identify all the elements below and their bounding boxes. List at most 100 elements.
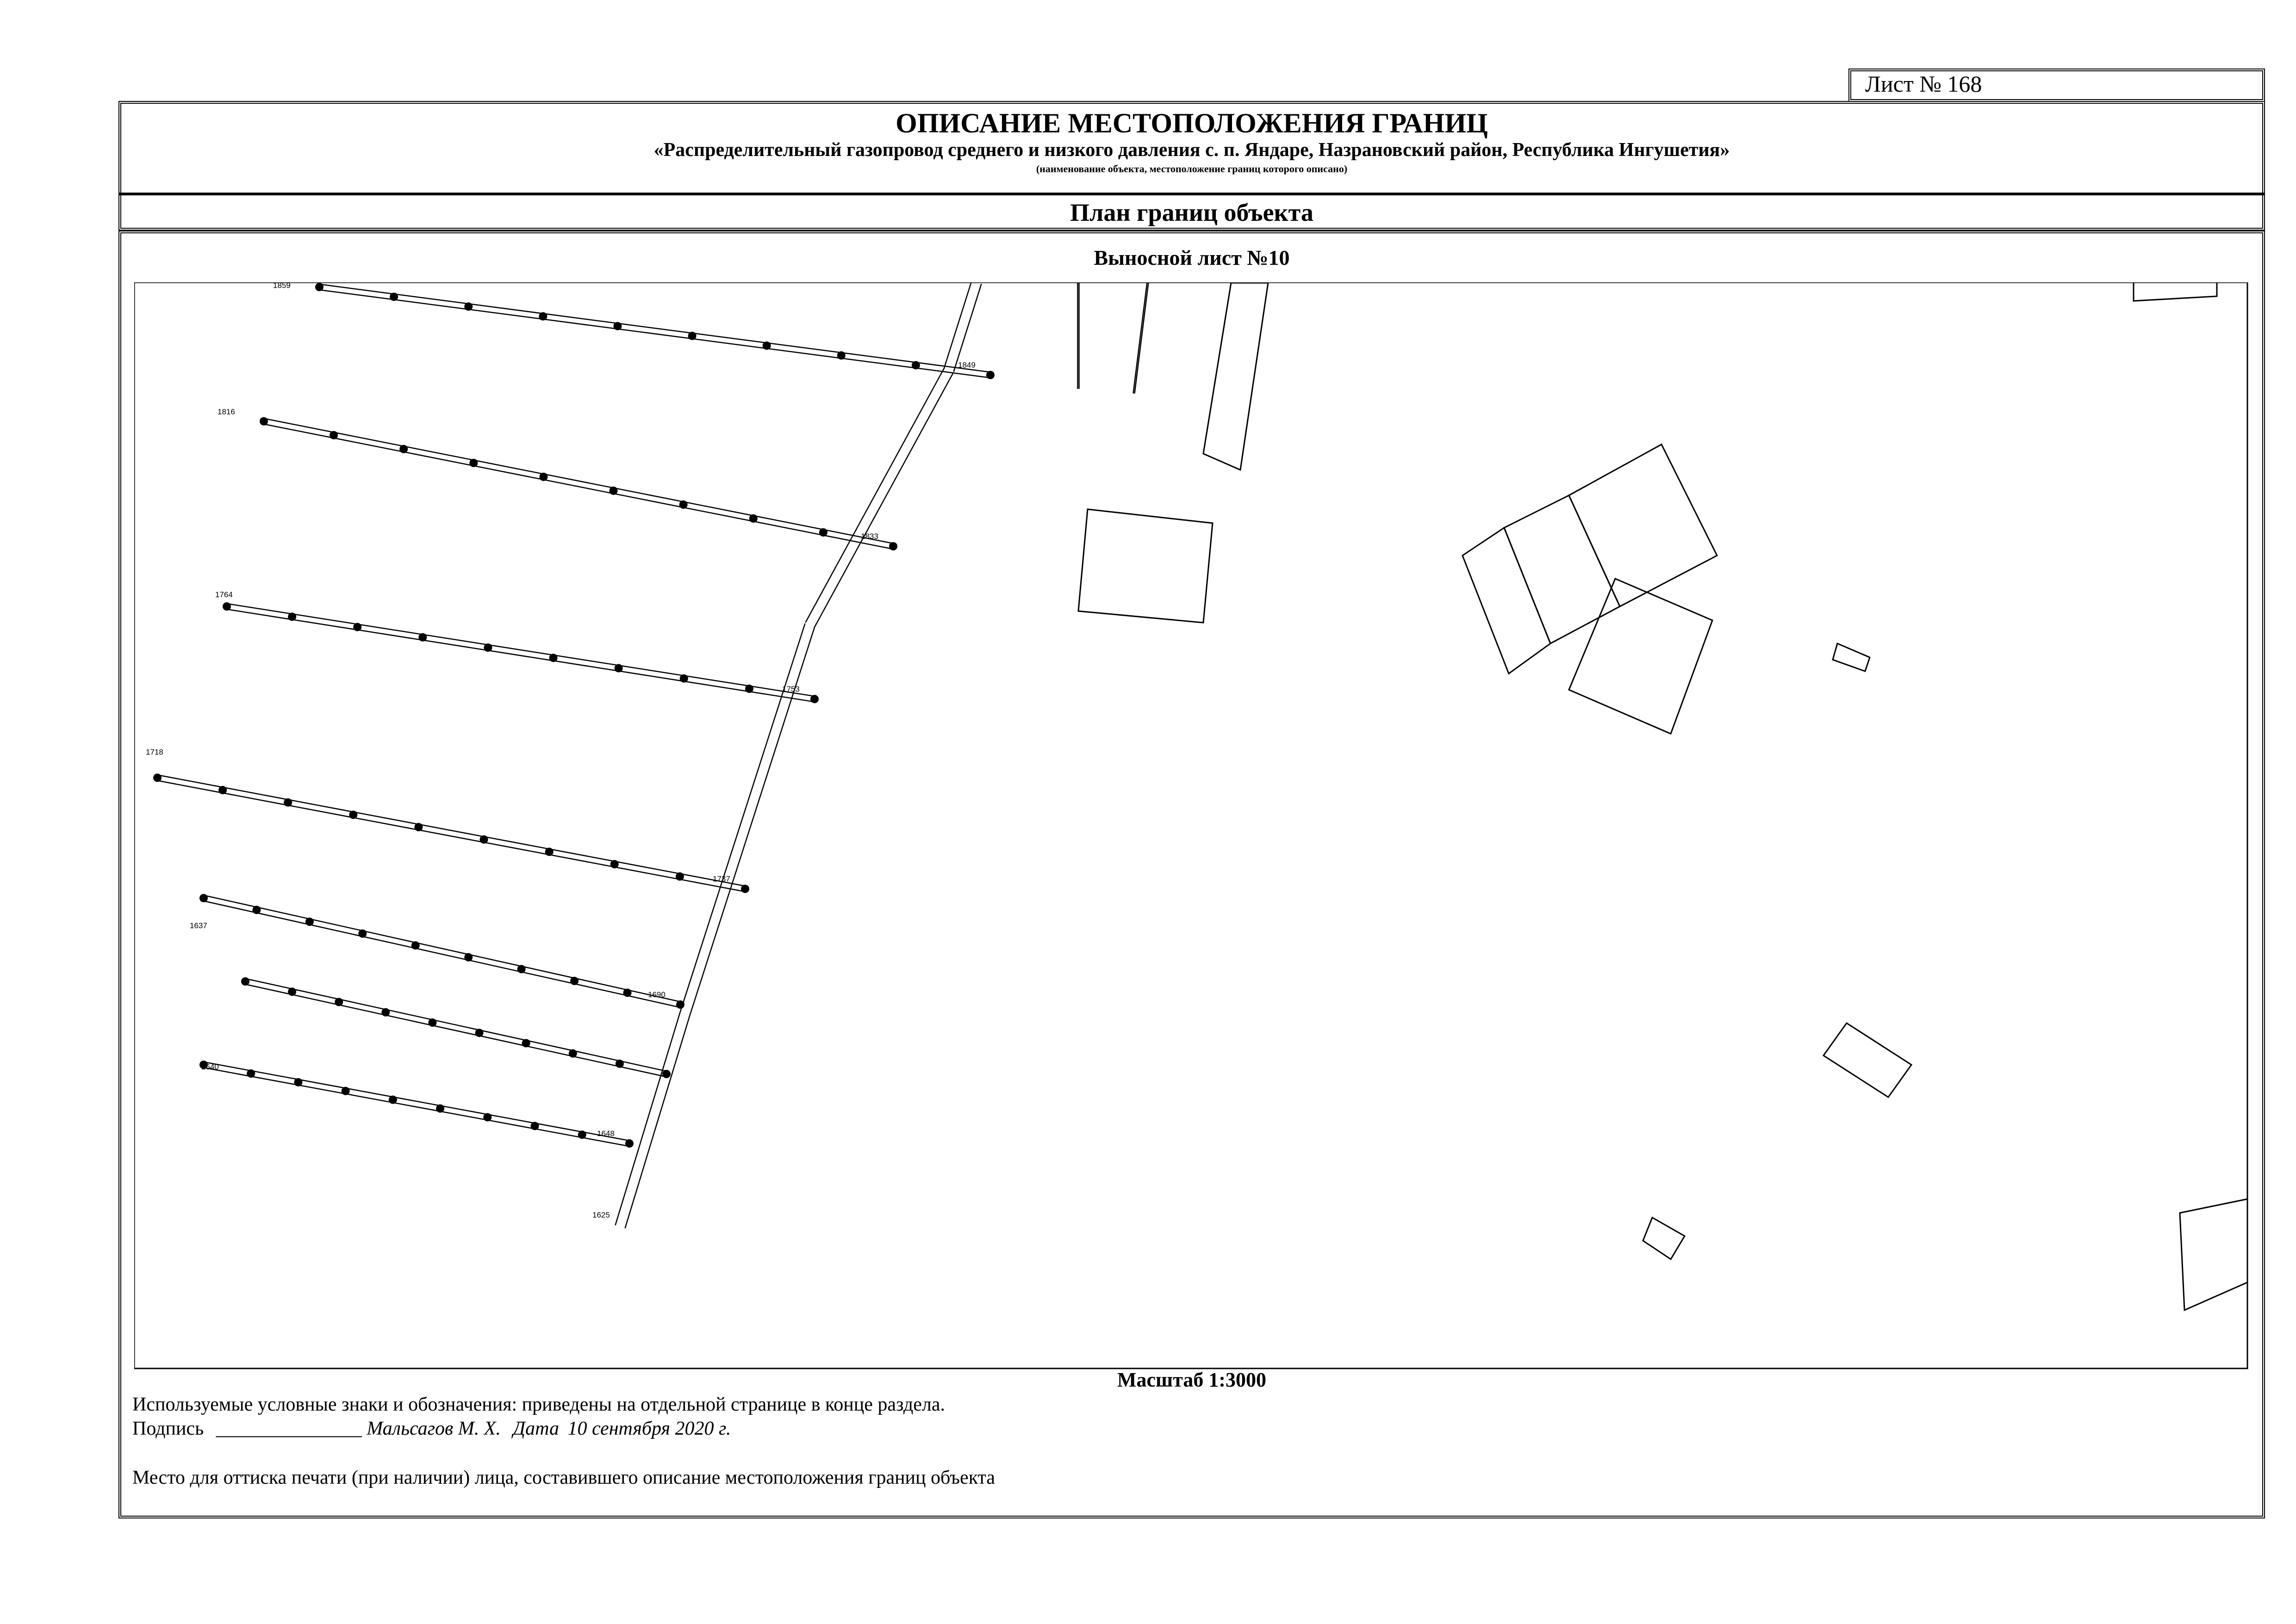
boundary-point (549, 654, 558, 662)
boundary-point (436, 1104, 445, 1113)
boundary-point (530, 1122, 539, 1131)
boundary-point (305, 918, 314, 926)
boundary-points (153, 283, 995, 1148)
boundary-point (745, 684, 753, 693)
point-label: 1764 (215, 590, 233, 599)
pipe-edge (244, 983, 666, 1078)
boundary-point (288, 987, 297, 996)
pipe-edge (615, 1012, 681, 1226)
boundary-point (615, 1059, 624, 1068)
point-label: 1833 (861, 532, 878, 541)
parcel-outline (1568, 578, 1713, 735)
boundary-point (218, 786, 227, 794)
pipe-edge (319, 289, 990, 379)
boundary-point (469, 459, 478, 467)
boundary-map: 1764175317181737163716901640164818161833… (134, 282, 2248, 1369)
legend-note: Используемые условные знаки и обозначени… (132, 1394, 945, 1415)
map-scale: Масштаб 1:3000 (1117, 1368, 1266, 1391)
plan-title: План границ объекта (1070, 199, 1313, 226)
boundary-point (911, 361, 920, 369)
boundary-point (199, 1061, 208, 1069)
point-label: 1753 (782, 685, 800, 693)
parcel-outline (2133, 282, 2218, 302)
pipe-edge (679, 623, 806, 1013)
point-label: 1849 (958, 361, 976, 369)
pipe-edge (953, 283, 982, 372)
boundary-point (662, 1070, 671, 1078)
pipe-edge (203, 1067, 629, 1147)
sheet-number: Лист № 168 (1865, 71, 1982, 97)
boundary-point (819, 528, 828, 537)
object-name: «Распределительный газопровод среднего и… (653, 139, 1730, 161)
boundary-point (484, 643, 492, 652)
parcel-outline (1642, 1216, 1686, 1261)
signature-date: 10 сентября 2020 г. (567, 1418, 731, 1439)
sheet-number-box (1848, 69, 2265, 102)
boundary-point (610, 860, 619, 868)
point-labels: 1764175317181737163716901640164818161833… (146, 282, 976, 1219)
pipeline-lines (156, 282, 1149, 1229)
boundary-point (568, 1049, 577, 1058)
point-label: 1816 (218, 407, 235, 416)
boundary-point (341, 1087, 350, 1095)
pipe-edge (624, 1015, 691, 1229)
boundary-point (810, 695, 819, 703)
boundary-point (741, 885, 749, 893)
pipe-edge (157, 774, 746, 887)
parcel-outline (1077, 508, 1213, 624)
boundary-point (464, 302, 473, 311)
pipe-edge (204, 1061, 630, 1142)
boundary-point (762, 341, 771, 350)
boundary-point (578, 1131, 586, 1139)
signature-label: Подпись (132, 1418, 204, 1439)
boundary-point (545, 848, 554, 856)
pipe-edge (203, 900, 680, 1008)
header-divider (118, 193, 2265, 195)
boundary-point (679, 500, 688, 509)
boundary-point (613, 322, 622, 331)
boundary-point (539, 473, 548, 481)
point-label: 1637 (190, 921, 207, 930)
boundary-point (294, 1078, 303, 1087)
object-name-caption: (наименование объекта, местоположение гр… (1036, 163, 1348, 175)
parcel-outline (1832, 642, 1871, 672)
boundary-point (411, 941, 420, 950)
point-label: 1648 (597, 1129, 615, 1138)
boundary-point (349, 811, 358, 819)
parcel-outline (1202, 282, 1269, 471)
boundary-point (889, 542, 897, 550)
point-label: 1737 (713, 874, 730, 883)
boundary-point (153, 774, 162, 782)
boundary-point (570, 976, 579, 985)
boundary-point (522, 1039, 530, 1048)
boundary-point (428, 1018, 437, 1027)
point-label: 1859 (273, 282, 291, 290)
boundary-point (330, 431, 338, 439)
signature-blank: _______________ (216, 1418, 362, 1439)
point-label: 1690 (648, 990, 666, 999)
sheet-subtitle: Выносной лист №10 (1094, 246, 1290, 269)
boundary-point (679, 674, 688, 683)
pipe-edge (156, 780, 745, 893)
signer-name: Мальсагов М. Х. (367, 1418, 501, 1439)
boundary-point (284, 798, 292, 807)
stamp-note: Место для оттиска печати (при наличии) л… (132, 1467, 996, 1488)
boundary-point (623, 988, 632, 997)
map-features (1077, 282, 2248, 1312)
point-label: 1718 (146, 748, 163, 756)
pipe-edge (226, 608, 815, 703)
boundary-point (335, 998, 343, 1006)
parcel-outline (1822, 1022, 1913, 1099)
boundary-point (388, 1095, 397, 1104)
boundary-point (260, 417, 268, 425)
pipe-edge (1132, 282, 1148, 394)
boundary-point (609, 487, 618, 495)
pipe-edge (263, 423, 893, 550)
boundary-point (399, 445, 408, 453)
pipe-edge (204, 894, 681, 1003)
boundary-point (517, 965, 526, 974)
boundary-point (475, 1029, 484, 1037)
parcel-outline (1568, 443, 1718, 608)
boundary-point (223, 602, 231, 611)
parcel-outline (1462, 526, 1551, 675)
